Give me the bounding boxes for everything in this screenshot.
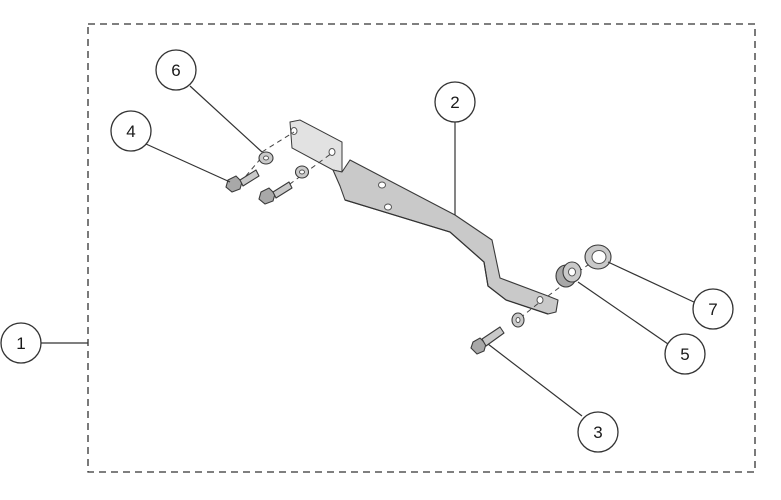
bolt-shank bbox=[272, 181, 293, 199]
pin-shank bbox=[481, 326, 505, 347]
callout-label: 2 bbox=[450, 93, 459, 112]
washer-center bbox=[515, 317, 521, 323]
washer-upper bbox=[258, 151, 274, 165]
washer-center bbox=[299, 169, 305, 175]
bracket-upper-tab bbox=[289, 119, 343, 173]
washer-center bbox=[263, 155, 269, 161]
bracket-arm bbox=[332, 159, 559, 315]
bracket-hole-end bbox=[536, 296, 544, 304]
callout-label: 5 bbox=[680, 345, 689, 364]
callout-label: 3 bbox=[593, 423, 602, 442]
bracket-hole-upper-2 bbox=[328, 148, 336, 156]
spacer-bore bbox=[568, 267, 576, 277]
assembly-path-upper-bolt bbox=[239, 156, 263, 184]
bolt-head bbox=[258, 187, 276, 205]
callout-5: 5 bbox=[664, 333, 706, 375]
leader-line-5 bbox=[577, 281, 669, 345]
callout-1: 1 bbox=[0, 322, 42, 364]
bolt-head bbox=[225, 175, 243, 193]
callout-label: 4 bbox=[126, 122, 135, 141]
lock-washer bbox=[584, 244, 612, 270]
assembly-path-end bbox=[519, 301, 541, 319]
callout-label: 6 bbox=[171, 61, 180, 80]
callout-4: 4 bbox=[110, 110, 152, 152]
callout-7: 7 bbox=[692, 288, 734, 330]
callout-bubble bbox=[577, 411, 619, 453]
bracket-hole-upper bbox=[290, 127, 298, 135]
callout-bubble bbox=[434, 81, 476, 123]
spacer bbox=[555, 261, 582, 288]
washer-lower bbox=[294, 165, 310, 179]
kit-boundary-frame bbox=[87, 23, 756, 473]
leader-line-3 bbox=[487, 343, 583, 417]
callout-bubble bbox=[0, 322, 42, 364]
washer-end bbox=[511, 312, 525, 328]
leader-line-4 bbox=[145, 143, 231, 183]
assembly-path-spacer bbox=[547, 277, 573, 297]
callout-3: 3 bbox=[577, 411, 619, 453]
leader-line-7 bbox=[607, 261, 697, 304]
bracket-hole-mid bbox=[378, 181, 386, 189]
callout-bubble bbox=[155, 49, 197, 91]
mounting-bracket bbox=[289, 119, 559, 315]
callout-6: 6 bbox=[155, 49, 197, 91]
callout-bubble bbox=[664, 333, 706, 375]
assembly-path-upper bbox=[261, 131, 295, 153]
pin-bolt bbox=[470, 326, 505, 355]
bracket-hole-mid-2 bbox=[384, 203, 392, 211]
lock-washer-center bbox=[591, 250, 607, 264]
leader-line-6 bbox=[189, 85, 263, 153]
bracket-edge bbox=[344, 199, 549, 315]
hex-bolt-upper bbox=[225, 169, 260, 193]
hex-bolt-lower bbox=[258, 181, 293, 205]
pin-head bbox=[470, 337, 487, 355]
callout-bubble bbox=[110, 110, 152, 152]
callout-2: 2 bbox=[434, 81, 476, 123]
callout-label: 1 bbox=[16, 334, 25, 353]
bolt-shank bbox=[239, 169, 260, 187]
callout-label: 7 bbox=[708, 300, 717, 319]
callout-bubble bbox=[692, 288, 734, 330]
